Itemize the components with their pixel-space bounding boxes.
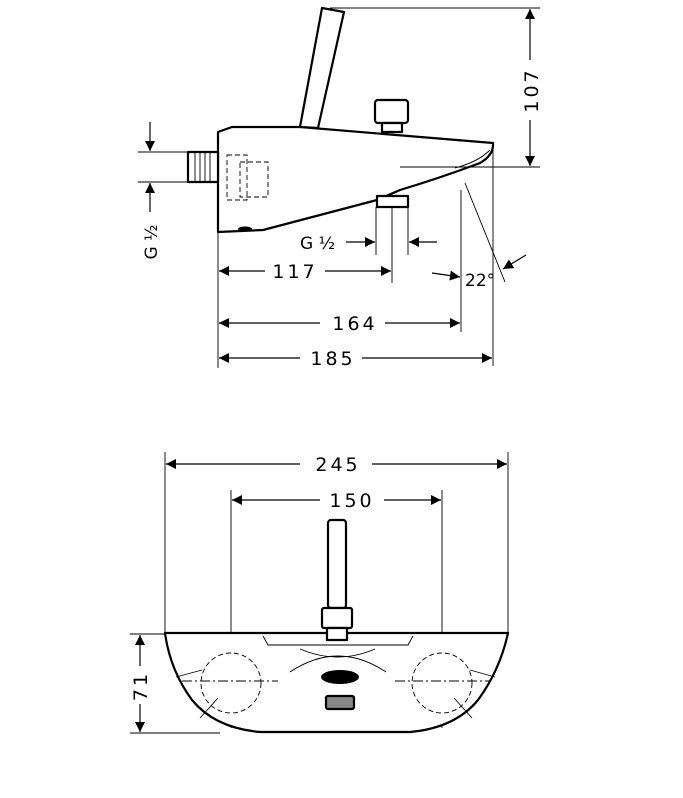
- outlet-distance-label: 117: [272, 261, 317, 283]
- inlet-thread-label: G ½: [142, 224, 162, 259]
- spout-distance-label: 164: [332, 313, 377, 335]
- spray-angle-label: 22°: [465, 271, 495, 291]
- lever-stem: [326, 518, 348, 610]
- inlet-spacing-label: 150: [329, 490, 374, 512]
- mixer-body: [216, 125, 495, 234]
- lever-handle: [298, 6, 346, 130]
- diverter-outlet: [321, 670, 359, 684]
- outlet-thread-label: G ½: [300, 234, 335, 254]
- depth-dimension-label: 71: [130, 671, 152, 701]
- total-length-label: 185: [310, 348, 355, 370]
- diverter-knob: [373, 98, 410, 125]
- width-dimension-label: 245: [315, 454, 360, 476]
- grill: [324, 694, 356, 711]
- height-dimension-label: 107: [521, 67, 543, 112]
- outlet-connector: [375, 194, 410, 209]
- side-view: 107 G ½ G ½ 117 164 185 22°: [138, 6, 543, 370]
- inlet-connector: [186, 150, 220, 184]
- top-view: 245 150 71: [130, 452, 510, 734]
